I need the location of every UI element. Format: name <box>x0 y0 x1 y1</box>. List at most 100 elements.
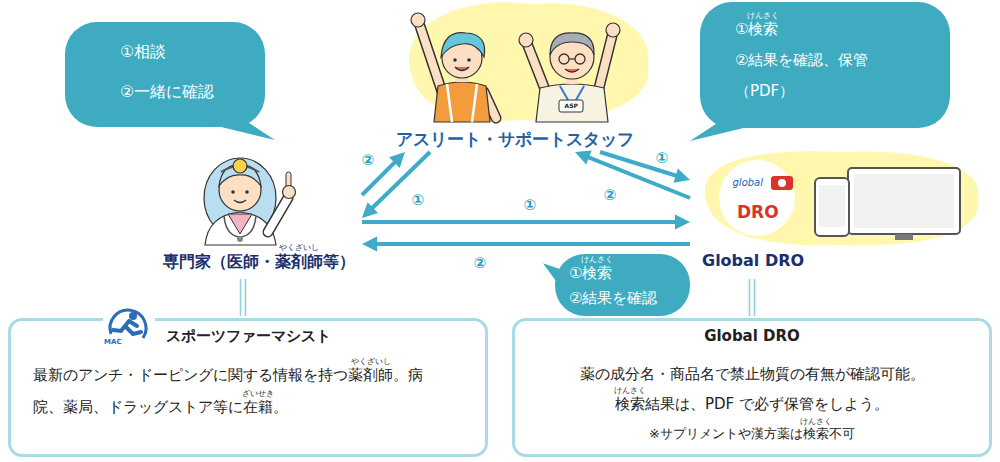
drawing-part <box>673 168 690 182</box>
node-text: ※サプリメントや漢方薬は検索不可 <box>515 421 989 447</box>
drawing-part <box>749 279 751 316</box>
drawing-part <box>560 86 584 100</box>
drawing-part <box>778 179 786 187</box>
drawing-part <box>268 198 288 232</box>
drawing-part <box>598 36 612 92</box>
dro-illustration <box>705 151 979 245</box>
drawing-part <box>819 185 845 227</box>
drawing-part <box>519 33 533 47</box>
furigana: けんさく <box>800 418 832 426</box>
drawing-part <box>113 321 141 334</box>
callout-number: ② <box>361 152 376 168</box>
drawing-part <box>228 214 252 234</box>
drawing-part <box>268 198 288 232</box>
bubble-text: ②結果を確認 <box>569 286 690 311</box>
callout-number: ① <box>655 150 670 166</box>
drawing-part <box>771 176 793 190</box>
drawing-part <box>705 151 979 245</box>
furigana: けんさく <box>747 12 779 20</box>
callout-number: ② <box>603 187 618 203</box>
equals-link <box>750 279 755 316</box>
drawing-part <box>237 236 243 242</box>
drawing-part <box>528 46 546 92</box>
flow-arrow <box>575 151 690 198</box>
drawing-part <box>65 22 265 127</box>
furigana: ざいせき <box>242 390 274 398</box>
drawing-part <box>372 242 690 246</box>
service-figure: Global DRO <box>690 148 985 275</box>
drawing-part <box>240 279 242 316</box>
logo-text: global <box>733 178 764 188</box>
drawing-part <box>103 308 155 348</box>
node-text: 最新のアンチ・ドーピングに関する情報を持つ薬剤師。病院、薬局、ドラッグストア等に… <box>33 359 428 423</box>
drawing-part <box>245 279 247 316</box>
drawing-part <box>420 26 442 92</box>
expert-illustration <box>204 158 296 245</box>
drawing-part <box>854 174 954 228</box>
drawing-part <box>447 84 477 122</box>
drawing-part <box>584 156 690 198</box>
drawing-part <box>700 2 950 128</box>
drawing-part <box>234 200 246 203</box>
node-title: Global DRO <box>702 249 985 273</box>
furigana: けんさく <box>581 256 613 264</box>
drawing-part <box>362 237 377 252</box>
drawing-part <box>559 100 583 112</box>
drawing-part <box>233 159 247 173</box>
drawing-part <box>550 33 594 55</box>
callout-number: ① <box>411 192 426 208</box>
equals-link <box>241 279 246 316</box>
drawing-part <box>754 279 756 316</box>
drawing-part <box>411 13 425 27</box>
logo-text: DRO <box>737 204 779 221</box>
drawing-part <box>420 26 442 92</box>
drawing-part <box>848 168 960 234</box>
bubble-text: ①検索 <box>569 261 690 286</box>
drawing-part <box>110 310 146 338</box>
flow-arrow <box>362 215 690 230</box>
drawing-part <box>895 234 913 240</box>
node-title: 専門家（医師・薬剤師等） <box>155 250 362 274</box>
furigana: やくざいし <box>351 358 391 366</box>
bubble-text: ②結果を確認、保管 （PDF） <box>735 45 895 107</box>
drawing-part <box>719 160 795 236</box>
node-title: スポーツファーマシスト <box>166 325 485 347</box>
drawing-part <box>283 186 296 199</box>
speech-bubble: ①検索②結果を確認 <box>555 254 690 316</box>
drawing-part <box>606 23 620 37</box>
bubble-text: ①相談 <box>120 32 265 72</box>
logo-text: ASP <box>565 103 578 109</box>
info-box: Global DRO薬の成分名・商品名で禁止物質の有無が確認可能。 検索結果は、… <box>512 318 992 457</box>
drawing-part <box>569 58 575 59</box>
drawing-part <box>434 82 490 122</box>
speech-bubble: ①検索②結果を確認、保管 （PDF） <box>700 2 950 128</box>
bubble-text: ②一緒に確認 <box>120 72 265 112</box>
drawing-part <box>598 36 612 92</box>
drawing-part <box>690 116 760 141</box>
flow-arrow <box>362 237 690 252</box>
drawing-part <box>575 54 585 64</box>
drawing-part <box>129 312 137 320</box>
drawing-part <box>815 178 849 236</box>
drawing-part <box>675 215 690 230</box>
drawing-part <box>455 67 469 71</box>
callout-number: ② <box>473 255 488 271</box>
furigana: けんさく <box>614 387 646 395</box>
speech-bubble: ①相談②一緒に確認 <box>65 22 265 127</box>
drawing-part <box>467 58 471 62</box>
drawing-part <box>543 263 561 288</box>
drawing-part <box>555 254 690 316</box>
furigana: やくざいし <box>279 244 319 252</box>
bubble-shape <box>65 22 265 127</box>
logo-text: MAC <box>104 339 122 346</box>
people-group: アスリート・サポートスタッフ <box>385 0 645 152</box>
expert-figure: 専門家（医師・薬剤師等） <box>155 140 362 275</box>
people-illustration <box>409 2 649 122</box>
drawing-part <box>528 46 546 92</box>
node-title: アスリート・サポートスタッフ <box>385 127 645 151</box>
callout-number: ① <box>523 197 538 213</box>
drawing-part <box>575 151 592 165</box>
drawing-part <box>224 216 256 237</box>
drawing-part <box>231 190 235 194</box>
drawing-part <box>441 33 485 57</box>
